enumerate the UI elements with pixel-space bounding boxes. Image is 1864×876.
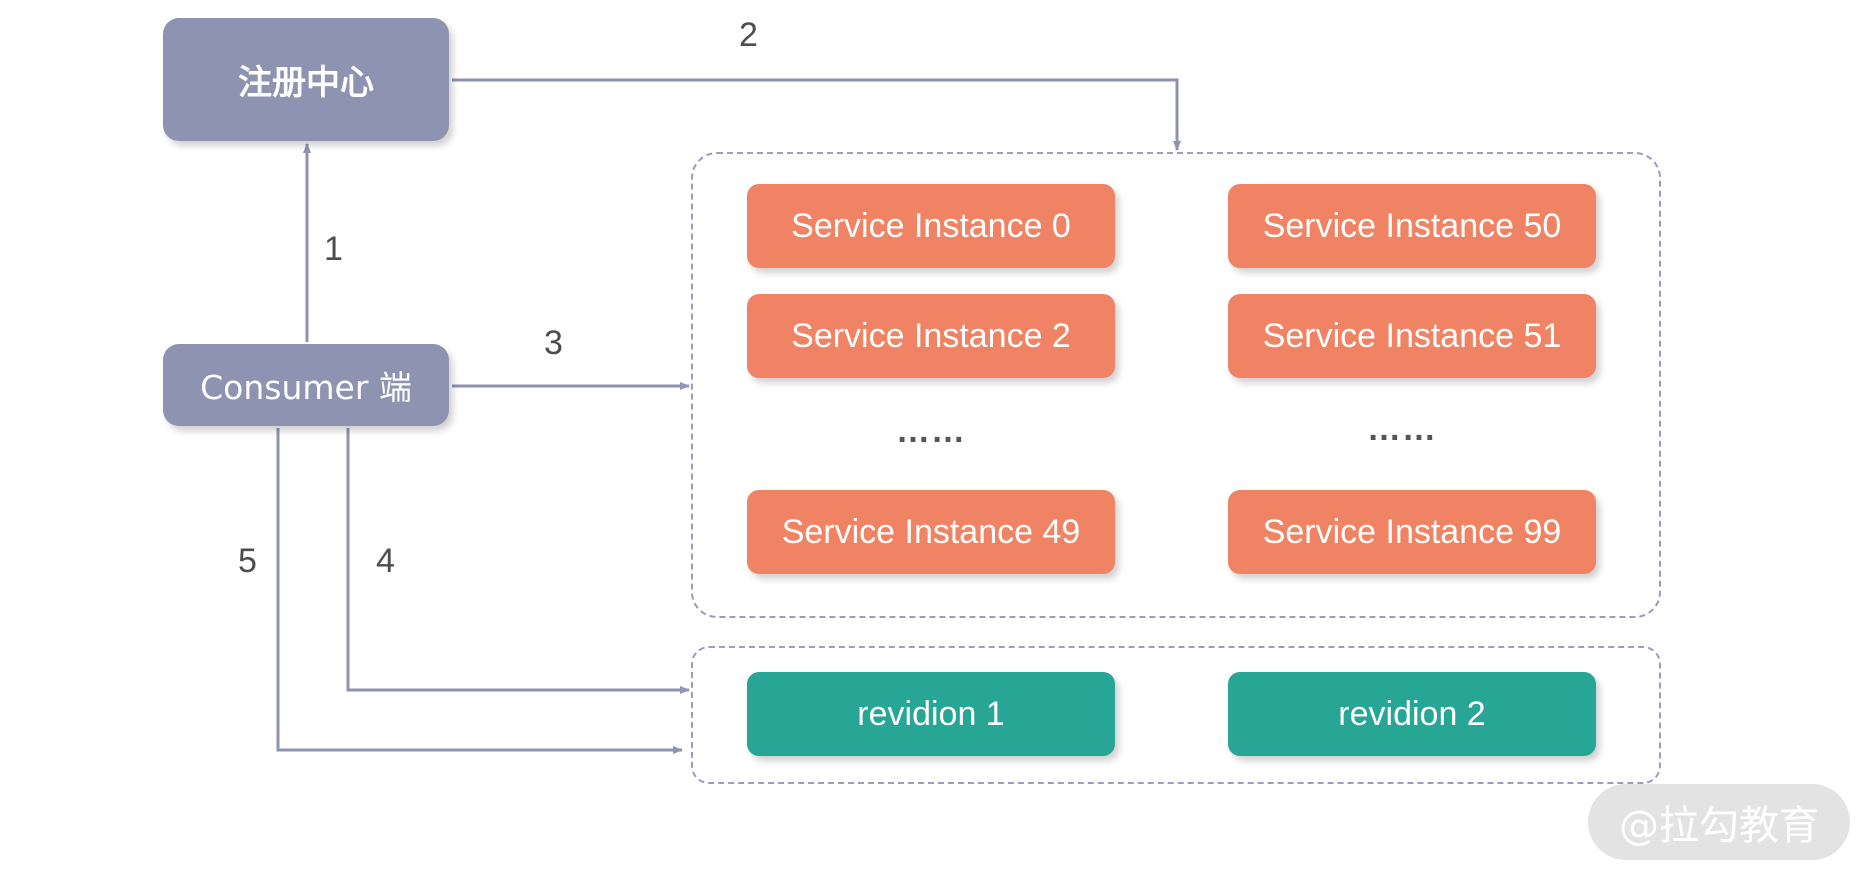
service-instance-node: Service Instance 50 <box>1228 184 1596 268</box>
arrow-step-5 <box>276 428 683 754</box>
service-instance-node: Service Instance 51 <box>1228 294 1596 378</box>
service-instance-node: Service Instance 49 <box>747 490 1115 574</box>
revision-node: revidion 2 <box>1228 672 1596 756</box>
arrow-step-2 <box>452 78 1181 151</box>
step-label-5: 5 <box>238 542 257 580</box>
service-instance-node: Service Instance 0 <box>747 184 1115 268</box>
instances-ellipsis-left: …… <box>896 412 966 450</box>
revision-node: revidion 1 <box>747 672 1115 756</box>
step-label-1: 1 <box>324 230 343 268</box>
step-label-4: 4 <box>376 542 395 580</box>
instances-ellipsis-right: …… <box>1367 410 1437 448</box>
service-instance-node: Service Instance 2 <box>747 294 1115 378</box>
step-label-3: 3 <box>544 324 563 362</box>
arrow-step-4 <box>346 428 690 694</box>
watermark-badge: @拉勾教育 <box>1588 784 1850 860</box>
revision-group <box>691 646 1661 784</box>
consumer-node: Consumer 端 <box>163 344 449 426</box>
service-instance-node: Service Instance 99 <box>1228 490 1596 574</box>
step-label-2: 2 <box>739 16 758 54</box>
service-instance-group <box>691 152 1661 618</box>
registry-node: 注册中心 <box>163 18 449 141</box>
